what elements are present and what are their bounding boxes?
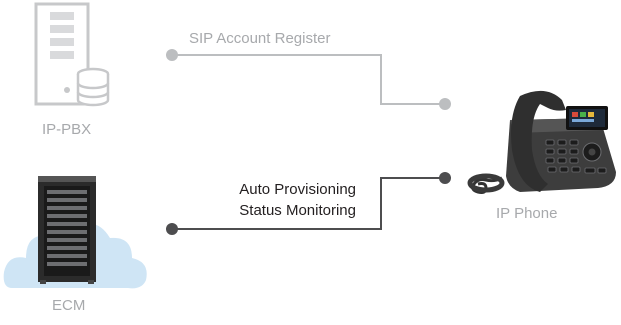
sip-end-dot: [439, 98, 451, 110]
ip-pbx-label: IP-PBX: [42, 121, 92, 138]
provisioning-connector: [166, 172, 451, 235]
rack-server-cloud-icon: [3, 176, 147, 289]
ip-phone-label: IP Phone: [496, 205, 558, 222]
desk-ip-phone-icon: [467, 90, 616, 194]
provisioning-label: Auto Provisioning Status Monitoring: [206, 179, 356, 221]
auto-provisioning-text: Auto Provisioning: [239, 181, 356, 198]
sip-register-label: SIP Account Register: [189, 30, 331, 47]
ecm-label: ECM: [52, 297, 86, 314]
sip-register-connector: [166, 49, 451, 110]
server-database-icon: [34, 2, 110, 107]
sip-start-dot: [166, 49, 178, 61]
provision-end-dot: [439, 172, 451, 184]
provision-start-dot: [166, 223, 178, 235]
status-monitoring-text: Status Monitoring: [239, 202, 356, 219]
